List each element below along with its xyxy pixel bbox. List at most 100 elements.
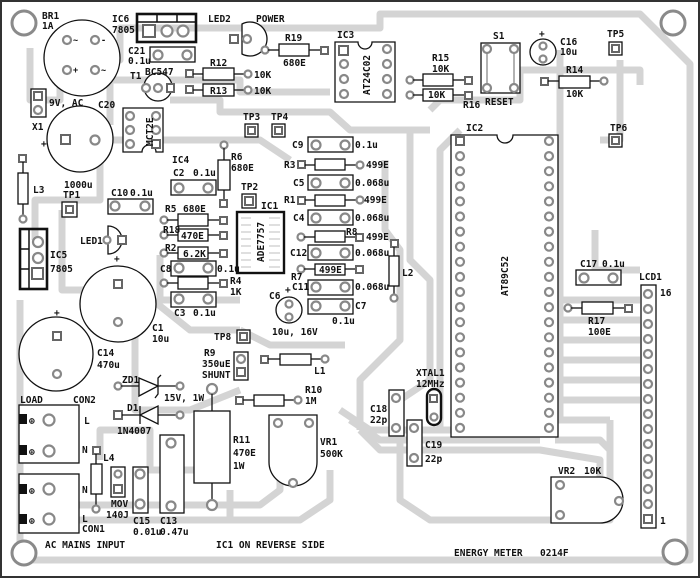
capacitor-c20: + C20 1000u	[41, 100, 115, 191]
label-ref: R1	[284, 195, 296, 206]
lcd-header-lcd1[interactable]: LCD1 16 1	[639, 272, 672, 529]
connector-x1[interactable]: 9V, AC X1	[30, 88, 84, 133]
test-point-tp8[interactable]: TP8	[214, 329, 251, 344]
test-point-tp3[interactable]: TP3	[243, 112, 260, 138]
label-ref: R16	[463, 100, 480, 111]
label-value: 0.068u	[355, 248, 389, 259]
crystal-xtal1: XTAL1 12MHz	[416, 368, 445, 427]
label-value: 10K	[584, 466, 601, 477]
trimpot-vr2[interactable]: VR2 10K	[550, 466, 625, 524]
capacitor-c7: C7 0.1u	[307, 298, 366, 327]
lcd-pin[interactable]	[642, 498, 654, 510]
ic-pin	[454, 286, 466, 298]
ic-pin	[454, 407, 466, 418]
lcd-pin[interactable]	[642, 378, 654, 390]
zener-diode-zd1: ZD1 15V, 1W	[113, 374, 204, 404]
board-code: 0214F	[540, 548, 569, 559]
screw-icon: ⊕	[29, 416, 35, 427]
test-point-tp4[interactable]: TP4	[271, 112, 288, 138]
ic-pin	[454, 377, 466, 388]
lcd-pin[interactable]	[642, 303, 654, 315]
ic-pin	[543, 407, 555, 418]
label-ref: R7	[291, 272, 302, 283]
label-ref: LED1	[80, 236, 103, 247]
lcd-pin[interactable]	[642, 288, 654, 300]
label-ref: S1	[493, 31, 505, 42]
label-value: 499E	[366, 232, 389, 243]
label-ref: R14	[566, 65, 583, 76]
lcd-pin[interactable]	[642, 333, 654, 345]
label-value: 1M	[305, 396, 317, 407]
pin-label: -	[101, 36, 106, 46]
capacitor-c6: C6 + 10u, 16V	[269, 285, 318, 338]
label-value: 10K	[254, 70, 271, 81]
optocoupler-ic4: MCT2E IC4	[122, 107, 189, 166]
label-ref: R5	[165, 204, 177, 215]
label-note: SHUNT	[202, 370, 231, 381]
lcd-pin[interactable]	[642, 483, 654, 495]
label-ref: IC3	[337, 30, 354, 41]
label-ref: C14	[97, 348, 114, 359]
test-point-tp5[interactable]: TP5	[607, 29, 624, 56]
label-ref: L1	[314, 366, 326, 377]
label-value: 470E	[181, 231, 204, 242]
ic-pin	[454, 347, 466, 358]
label-ref: R11	[233, 435, 250, 446]
lcd-pin[interactable]	[642, 438, 654, 450]
ic-pin	[543, 347, 555, 358]
lcd-pin[interactable]	[642, 408, 654, 420]
resistor-r16: 10K R16	[405, 88, 480, 111]
label-value: 470u	[97, 360, 120, 371]
label-ref: TP2	[241, 182, 258, 193]
test-point-tp2[interactable]: TP2	[241, 182, 258, 209]
lcd-pin[interactable]	[642, 318, 654, 330]
polarity-label: +	[539, 29, 545, 40]
test-point-tp6[interactable]: TP6	[608, 123, 627, 148]
label-ref: D1	[127, 403, 139, 414]
label-ref: R2	[165, 243, 176, 254]
ic-pin	[454, 392, 466, 403]
ic-pin	[454, 166, 466, 177]
label-value: 1W	[233, 461, 245, 472]
lcd-pin[interactable]	[642, 363, 654, 375]
test-point-tp1[interactable]: TP1	[61, 190, 80, 218]
ic-pin	[454, 226, 466, 237]
label-ref: TP3	[243, 112, 260, 123]
eeprom-ic3: IC3 AT24C02	[334, 30, 396, 103]
label-ref: VR2	[558, 466, 575, 477]
label-value: 10K	[428, 90, 445, 101]
label-ref: C8	[160, 264, 172, 275]
mounting-hole	[10, 9, 38, 37]
lcd-pin[interactable]	[642, 468, 654, 480]
resistor-r19: R19 680E	[260, 33, 329, 69]
label-value: 22p	[370, 415, 387, 426]
capacitor-c10: C10 0.1u	[107, 188, 154, 215]
label-ref: C1	[152, 323, 164, 334]
lcd-pin[interactable]	[642, 393, 654, 405]
label-value: 15V, 1W	[164, 393, 204, 404]
label-ref: C4	[293, 213, 305, 224]
label-ref: VR1	[320, 437, 337, 448]
capacitor-c19: C19 22p	[406, 419, 442, 467]
reset-switch-s1[interactable]: S1 RESET	[480, 31, 521, 108]
label-ref: C19	[425, 440, 442, 451]
reverse-side-note: IC1 ON REVERSE SIDE	[216, 540, 325, 551]
ic-pin	[454, 181, 466, 192]
lcd-pin[interactable]	[642, 453, 654, 465]
ic-pin	[543, 181, 555, 192]
load-connector-con2[interactable]: ⊕ ⊕ LOAD CON2 L N	[18, 395, 96, 464]
trimpot-vr1[interactable]: VR1 500K	[268, 414, 343, 489]
label-value: 0.01u	[133, 527, 162, 538]
label-ref: LCD1	[639, 272, 662, 283]
regulator-ic6: IC6 7805	[112, 12, 198, 44]
mains-connector-con1[interactable]: ⊕ ⊕ N L CON1	[18, 473, 105, 535]
resistor-r7: 499E R7	[291, 263, 364, 283]
resistor-r11: R11 470E 1W	[193, 382, 256, 512]
capacitor-c1: + C1 10u	[79, 254, 169, 345]
lcd-pin[interactable]	[642, 423, 654, 435]
lcd-pin[interactable]	[643, 514, 653, 524]
lcd-pins	[642, 288, 654, 524]
lcd-pin[interactable]	[642, 348, 654, 360]
label-ref: R19	[285, 33, 302, 44]
